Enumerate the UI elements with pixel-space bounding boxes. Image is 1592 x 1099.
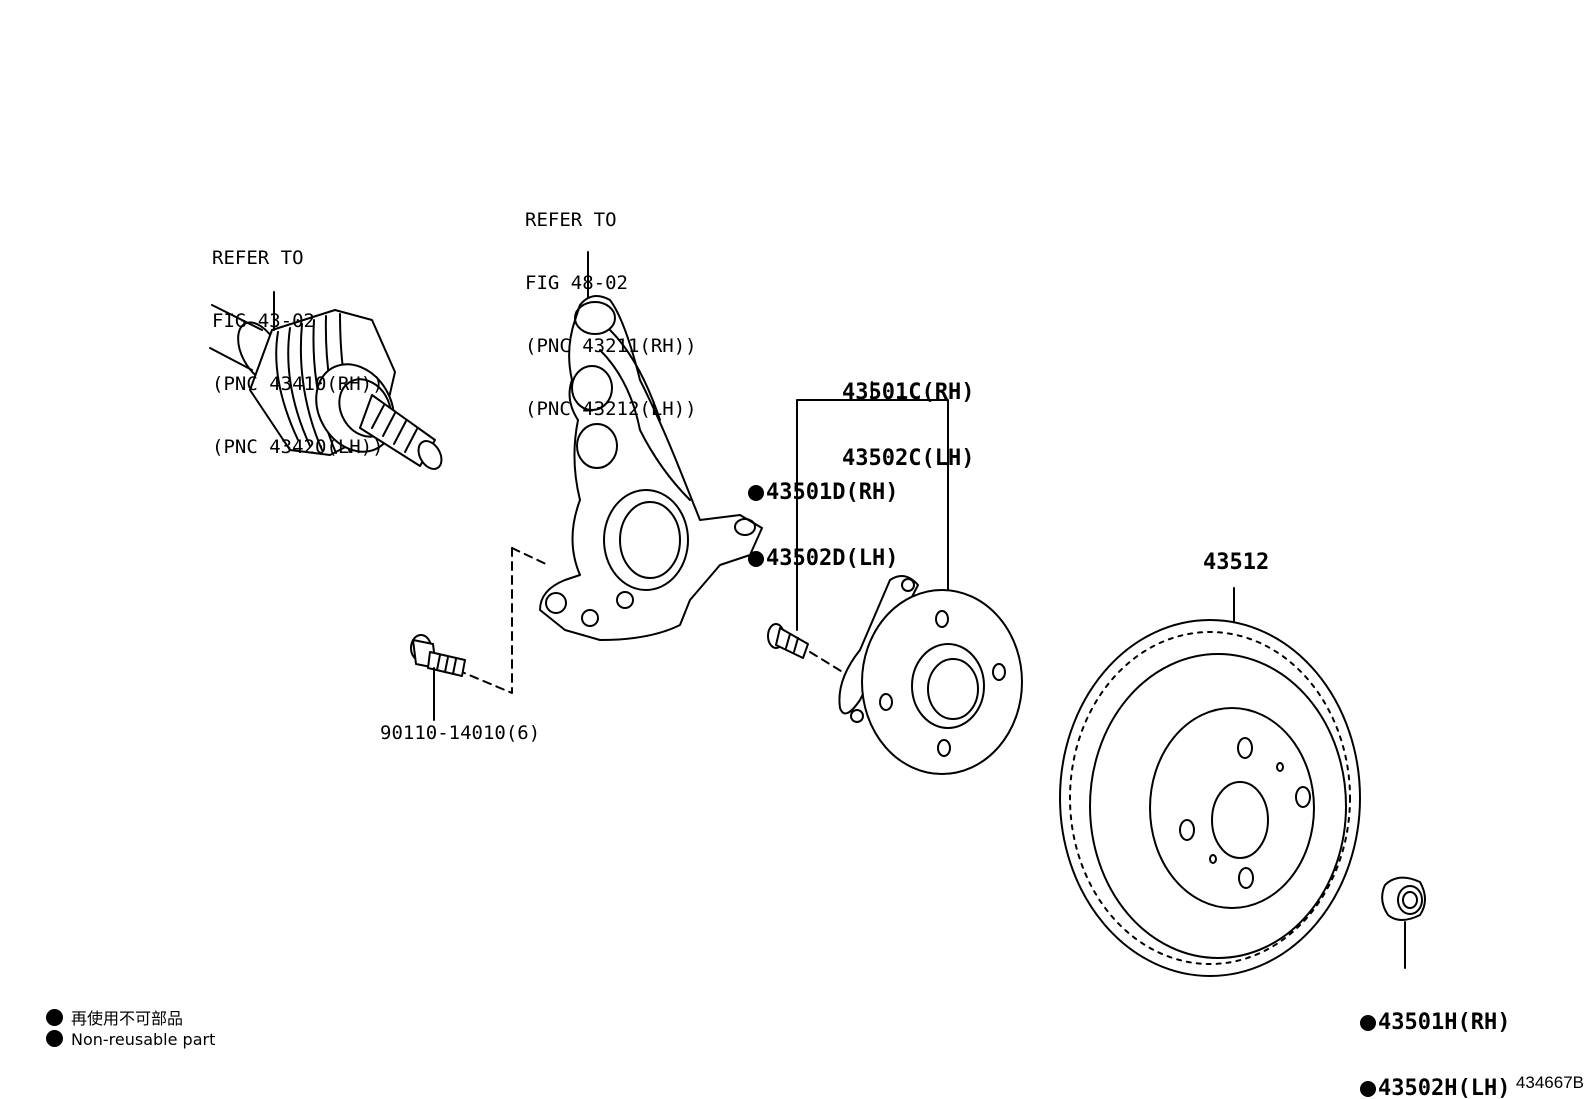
driveshaft-ref-line-1: REFER TO xyxy=(212,247,304,269)
driveshaft-ref-line-3: (PNC 43410(RH)) xyxy=(212,373,384,395)
hub-bearing-lh: 43502C(LH) xyxy=(842,446,975,471)
driveshaft-ref-line-4: (PNC 43420(LH)) xyxy=(212,436,384,458)
figure-id: 434667B xyxy=(1515,1073,1584,1092)
driveshaft-ref-line-2: FIG 43-02 xyxy=(212,310,315,332)
knuckle-ref-line-2: FIG 48-02 xyxy=(525,272,628,294)
driveshaft-reference-label: REFER TO FIG 43-02 (PNC 43410(RH)) (PNC … xyxy=(212,206,384,500)
knuckle-ref-line-4: (PNC 43212(LH)) xyxy=(525,398,697,420)
hub-bolt-lh: 43502D(LH) xyxy=(766,546,899,571)
hub-nut-label: 43501H(RH) 43502H(LH) xyxy=(1360,968,1510,1099)
hub-bolt-rh: 43501D(RH) xyxy=(766,480,899,505)
non-reusable-marker xyxy=(748,551,764,567)
non-reusable-marker xyxy=(1360,1081,1376,1097)
steering-knuckle-illustration xyxy=(539,251,763,641)
drive-shaft-illustration xyxy=(209,291,443,470)
disc-rotor-label: 43512 xyxy=(1203,550,1270,575)
hub-bolt-label: 43501D(RH) 43502D(LH) xyxy=(748,438,898,614)
hub-bearing-label: 43501C(RH) 43502C(LH) xyxy=(842,338,974,514)
disc-rotor-illustration xyxy=(1059,587,1361,977)
legend-marker xyxy=(46,1009,63,1026)
legend-jp-text: 再使用不可部品 xyxy=(71,1009,184,1028)
knuckle-reference-label: REFER TO FIG 48-02 (PNC 43211(RH)) (PNC … xyxy=(525,168,697,462)
hub-bearing-illustration xyxy=(796,381,1023,775)
non-reusable-marker xyxy=(1360,1015,1376,1031)
legend-marker xyxy=(46,1030,63,1047)
hub-bearing-rh: 43501C(RH) xyxy=(842,380,975,405)
hub-nut-lh: 43502H(LH) xyxy=(1378,1076,1511,1099)
legend-jp: 再使用不可部品 xyxy=(46,1005,183,1029)
legend-en-text: Non-reusable part xyxy=(71,1030,216,1049)
knuckle-ref-line-1: REFER TO xyxy=(525,209,617,231)
flange-bolt-illustration xyxy=(410,634,466,721)
knuckle-ref-line-3: (PNC 43211(RH)) xyxy=(525,335,697,357)
legend-en: Non-reusable part xyxy=(46,1030,215,1049)
flange-bolt-label: 90110-14010(6) xyxy=(380,722,541,744)
hub-nut-rh: 43501H(RH) xyxy=(1378,1010,1511,1035)
non-reusable-marker xyxy=(748,485,764,501)
hub-nut-illustration xyxy=(1381,876,1426,969)
